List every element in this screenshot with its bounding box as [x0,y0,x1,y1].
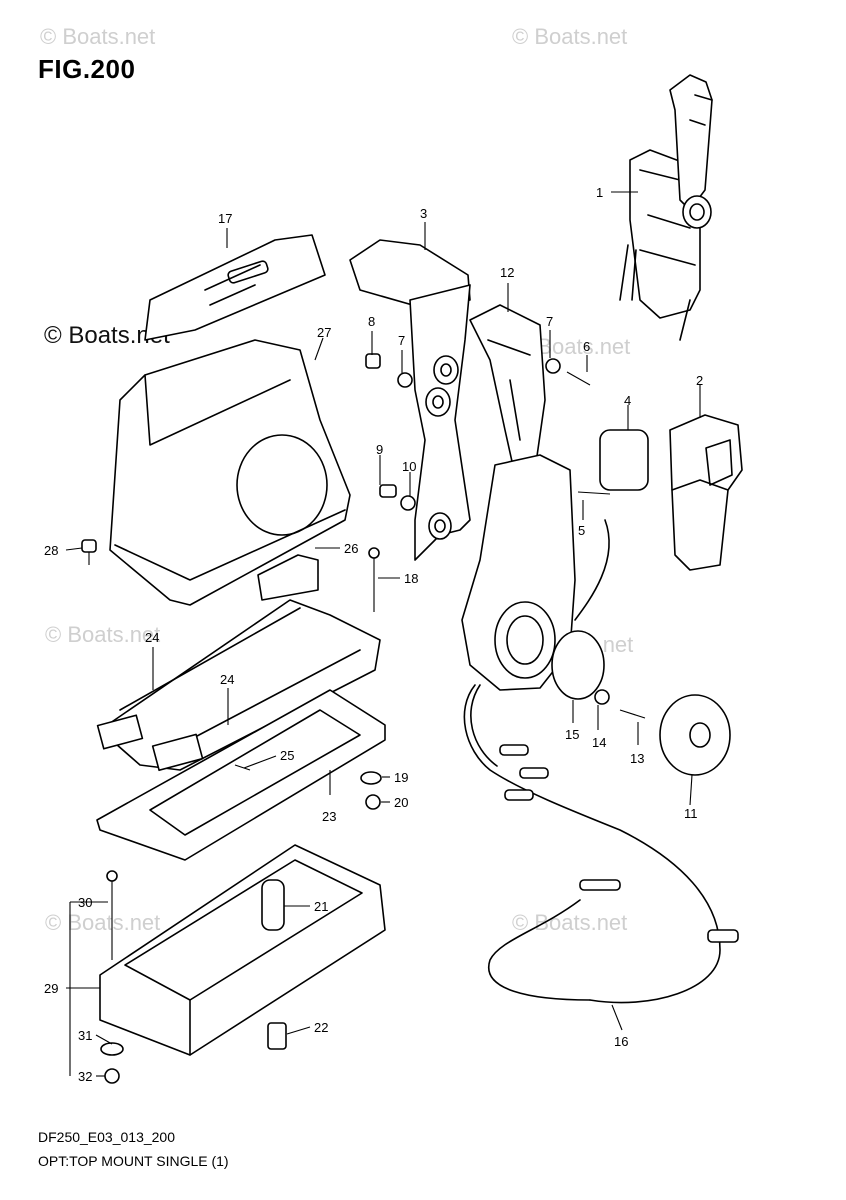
callout-10: 10 [402,459,417,474]
part-handle-grip [669,414,743,571]
watermark: © Boats.net [45,622,161,647]
part-lever-arm [349,239,471,561]
callout-28: 28 [44,543,59,558]
callout-30: 30 [78,895,93,910]
callout-32: 32 [78,1069,93,1084]
part-base-plate [99,844,386,1056]
callout-31: 31 [78,1028,93,1043]
watermark: © Boats.net [512,910,628,935]
callout-14: 14 [592,735,607,750]
callout-1: 1 [596,185,604,200]
callout-9: 9 [376,442,384,457]
callout-24b: 24 [220,672,235,687]
callout-3: 3 [420,206,428,221]
watermark: © Boats.net [45,910,161,935]
callout-16: 16 [614,1034,629,1049]
callout-15: 15 [565,727,580,742]
callout-11: 11 [684,806,698,821]
figure-code: DF250_E03_013_200 [38,1129,176,1145]
callout-7a: 7 [398,333,406,348]
callout-21: 21 [314,899,329,914]
part-plate [257,554,319,601]
callout-22: 22 [314,1020,329,1035]
part-base-frame [96,599,381,772]
part-housing-cover [109,339,351,606]
callout-8: 8 [368,314,376,329]
callout-20: 20 [394,795,409,810]
callout-2: 2 [696,373,704,388]
part-gasket [96,689,386,861]
callout-5: 5 [578,523,586,538]
callout-25: 25 [280,748,295,763]
figure-subtitle: OPT:TOP MOUNT SINGLE (1) [38,1153,229,1169]
part-wire-harness [463,519,739,1004]
callout-19: 19 [394,770,409,785]
figure-title: FIG.200 [38,54,136,84]
callout-4: 4 [624,393,632,408]
callout-24a: 24 [145,630,160,645]
part-main-arm [461,454,576,691]
callout-6: 6 [583,339,591,354]
callout-17: 17 [218,211,233,226]
watermark: © Boats.net [512,24,628,49]
part-bracket [469,304,546,476]
callout-29: 29 [44,981,59,996]
part-remote-control [619,74,713,341]
part-top-cover [144,234,326,341]
callout-27: 27 [317,325,332,340]
callout-18: 18 [404,571,419,586]
part-hardware [81,353,731,1084]
callout-26: 26 [344,541,359,556]
callout-23: 23 [322,809,337,824]
leader-lines [65,191,701,1077]
callout-12: 12 [500,265,515,280]
callout-7b: 7 [546,314,554,329]
watermark: © Boats.net [40,24,156,49]
callout-13: 13 [630,751,645,766]
